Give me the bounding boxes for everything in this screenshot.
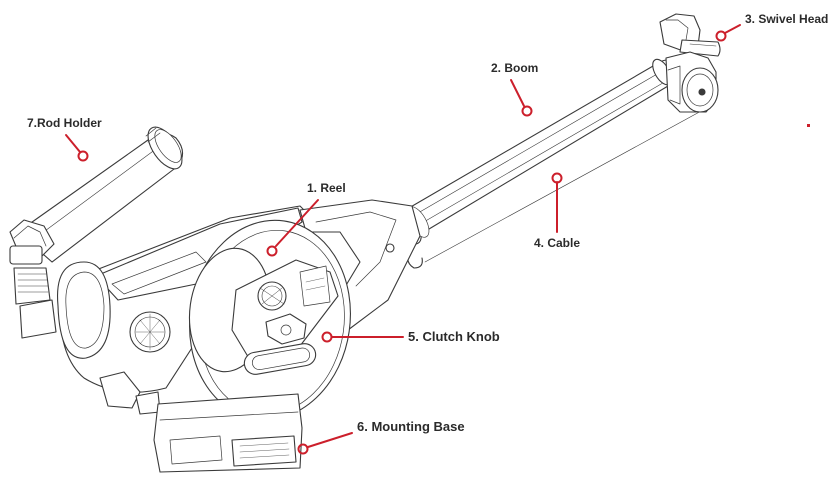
label-rod-holder: 7.Rod Holder <box>27 116 102 130</box>
swivel-head-marker <box>715 30 727 42</box>
swivel-head <box>659 13 721 113</box>
mounting-base-leader <box>307 432 353 448</box>
boom <box>394 58 677 269</box>
rod-holder-marker <box>77 150 89 162</box>
stray-dot <box>807 124 810 127</box>
boom-leader <box>510 79 525 107</box>
reel-marker <box>266 245 278 257</box>
label-cable: 4. Cable <box>534 236 581 250</box>
rod-holder-leader <box>65 134 81 153</box>
mounting-base <box>153 393 303 473</box>
label-clutch-knob: 5. Clutch Knob <box>408 329 500 344</box>
label-mounting-base: 6. Mounting Base <box>357 419 465 434</box>
label-swivel-head: 3. Swivel Head <box>745 12 829 26</box>
boom-marker <box>521 105 533 117</box>
reel-leader <box>275 199 319 247</box>
rod-holder <box>9 126 184 339</box>
clutch-knob-marker <box>321 331 333 343</box>
mounting-base-marker <box>297 443 309 455</box>
clutch-knob <box>265 313 307 345</box>
label-reel: 1. Reel <box>307 181 346 195</box>
swivel-head-leader <box>724 24 741 34</box>
cable-line <box>424 103 715 263</box>
cable-marker <box>551 172 563 184</box>
label-boom: 2. Boom <box>491 61 539 75</box>
reel <box>188 219 351 421</box>
